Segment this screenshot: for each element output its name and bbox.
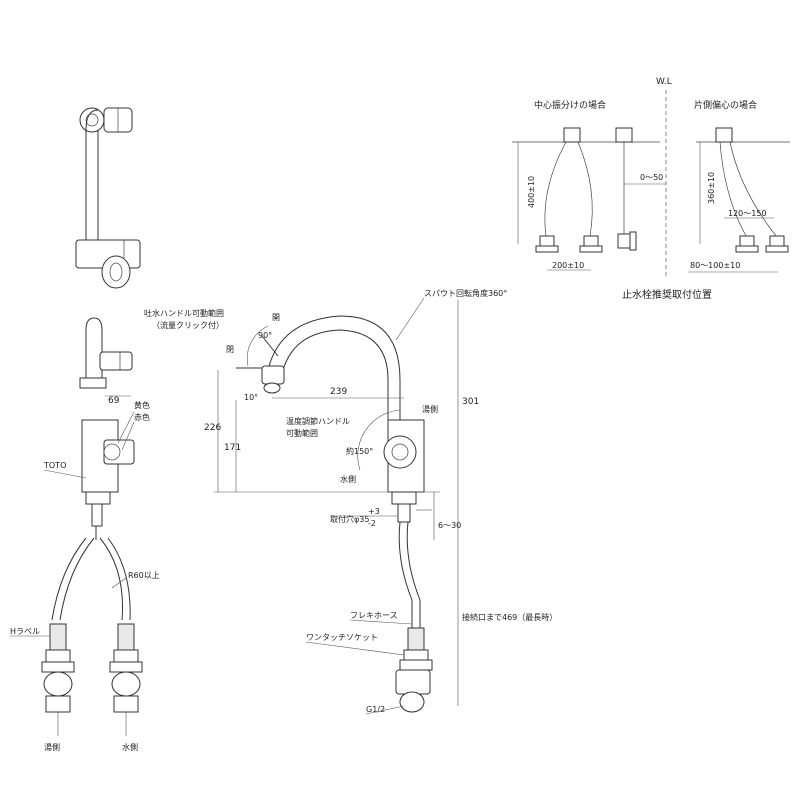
mount-hole-tol-top: +3 (368, 507, 380, 516)
hot-connector (41, 623, 75, 713)
dim-226: 226 (204, 423, 221, 433)
dim-171: 171 (224, 443, 241, 453)
front-view: 69 黄色 赤色 TOTO R60以上 Hラベル (10, 317, 160, 752)
brand-label: TOTO (43, 461, 66, 470)
cold-connector (109, 623, 143, 713)
thread-label: G1/2 (366, 705, 385, 714)
mount-hole: 取付穴φ35 (330, 514, 369, 524)
handle-range-line1: 吐水ハンドル可動範囲 (144, 308, 224, 318)
temp-handle-line2: 可動範囲 (286, 428, 318, 438)
hot-side-label: 湯側 (422, 404, 438, 414)
dim-360: 360±10 (707, 172, 716, 204)
install-caption: 止水栓推奨取付位置 (622, 288, 712, 301)
angle-10: 10° (244, 393, 258, 402)
red-label: 赤色 (134, 412, 150, 422)
dim-239: 239 (330, 387, 347, 397)
center-valve-right (579, 235, 603, 253)
yellow-label: 黄色 (134, 400, 150, 410)
flex-hose-label: フレキホース (350, 611, 398, 620)
wl-label: W.L (656, 77, 672, 87)
dim-120-150: 120～150 (728, 209, 767, 218)
dim-301: 301 (462, 397, 479, 407)
spout-rotation-label: スパウト回転角度360° (424, 288, 507, 298)
center-valve-left (535, 235, 559, 253)
dim-80-100: 80～100±10 (690, 261, 740, 270)
dim-0-50: 0～50 (640, 173, 663, 182)
front-hot-label: 湯側 (44, 742, 60, 752)
side-title: 片側偏心の場合 (694, 99, 757, 111)
front-cold-label: 水側 (122, 742, 138, 752)
angle-150: 約150° (346, 446, 373, 456)
close-label: 閉 (226, 345, 234, 354)
handle-range-line2: （流量クリック付） (152, 320, 224, 330)
install-position: W.L 中心振分けの場合 片側偏心の場合 400±10 200±10 0～50 (512, 77, 790, 301)
center-title: 中心振分けの場合 (534, 99, 606, 111)
dim-400: 400±10 (527, 176, 536, 208)
dim-6-30: 6～30 (438, 521, 461, 530)
cold-side-label: 水側 (340, 474, 356, 484)
side-valve-right (765, 235, 789, 253)
one-touch-label: ワンタッチソケット (306, 633, 378, 642)
h-label: Hラベル (10, 627, 40, 636)
open-label: 開 (272, 313, 280, 322)
temp-handle-line1: 温度調節ハンドル (286, 416, 350, 426)
mount-hole-tol-bot: -2 (368, 519, 376, 528)
dim-469: 接続口まで469（最長時） (462, 612, 557, 622)
side-view: 吐水ハンドル可動範囲 （流量クリック付） 開 閉 90° 10° スパウト回転角… (144, 288, 557, 715)
front-dim-69: 69 (108, 396, 120, 406)
center-valve-side (617, 231, 637, 251)
radius-label: R60以上 (128, 571, 160, 580)
top-view (75, 107, 141, 289)
angle-90: 90° (258, 331, 272, 340)
dim-200: 200±10 (552, 261, 584, 270)
side-valve-left (735, 235, 759, 253)
